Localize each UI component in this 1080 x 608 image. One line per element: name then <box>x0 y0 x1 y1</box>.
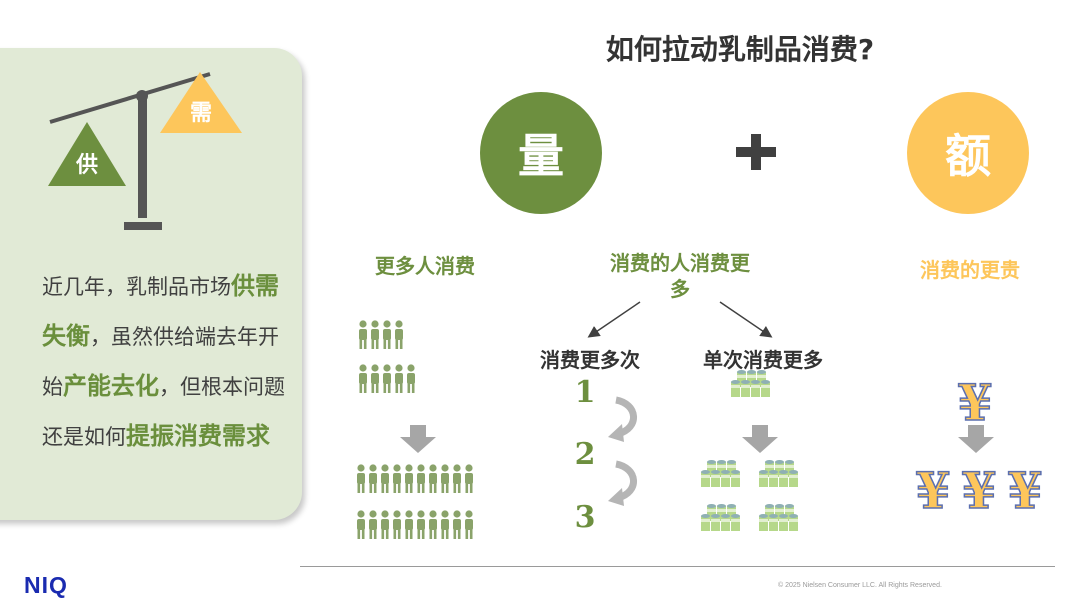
highlight-imbalance: 供需失衡 <box>42 272 279 350</box>
step-number: 1 <box>574 375 596 410</box>
yen-symbols-icon: ¥ ¥ ¥ ¥ <box>915 372 1043 518</box>
plus-icon <box>736 134 776 170</box>
curved-arrows-icon <box>608 396 637 506</box>
yen-icon: ¥ <box>962 461 997 518</box>
heading-more-people: 更多人消费 <box>375 254 475 278</box>
balance-scale-icon: 供 需 <box>48 72 242 230</box>
step-number: 2 <box>574 437 596 472</box>
page-title: 如何拉动乳制品消费? <box>605 33 875 66</box>
branch-arrows-icon <box>587 301 773 338</box>
milk-cans-icon <box>695 368 815 548</box>
heading-more-times: 消费更多次 <box>540 348 640 372</box>
down-arrow-icon <box>742 425 778 453</box>
highlight-capacity: 产能去化 <box>63 372 159 400</box>
supply-label: 供 <box>75 152 98 178</box>
yen-icon: ¥ <box>958 373 993 432</box>
step-number: 3 <box>574 500 596 535</box>
yen-icon: ¥ <box>916 461 951 518</box>
down-arrow-icon <box>958 425 994 453</box>
footer-divider <box>300 566 1055 567</box>
amount-circle: 额 <box>907 92 1029 214</box>
niq-logo: NIQ <box>24 572 68 598</box>
left-panel <box>0 48 302 520</box>
heading-consumer-more: 消费的人消费更多 <box>610 251 750 301</box>
summary-text: 近几年，乳制品市场供需失衡，虽然供给端去年开始产能去化，但根本问题还是如何提振消… <box>42 272 285 450</box>
heading-pricier: 消费的更贵 <box>920 258 1020 282</box>
heading-more-per-time: 单次消费更多 <box>703 348 823 372</box>
yen-icon: ¥ <box>1008 461 1043 518</box>
down-arrow-icon <box>400 425 436 453</box>
volume-circle: 量 <box>480 92 602 214</box>
demand-label: 需 <box>190 100 212 126</box>
highlight-demand: 提振消费需求 <box>126 422 270 450</box>
copyright-text: © 2025 Nielsen Consumer LLC. All Rights … <box>778 582 942 589</box>
